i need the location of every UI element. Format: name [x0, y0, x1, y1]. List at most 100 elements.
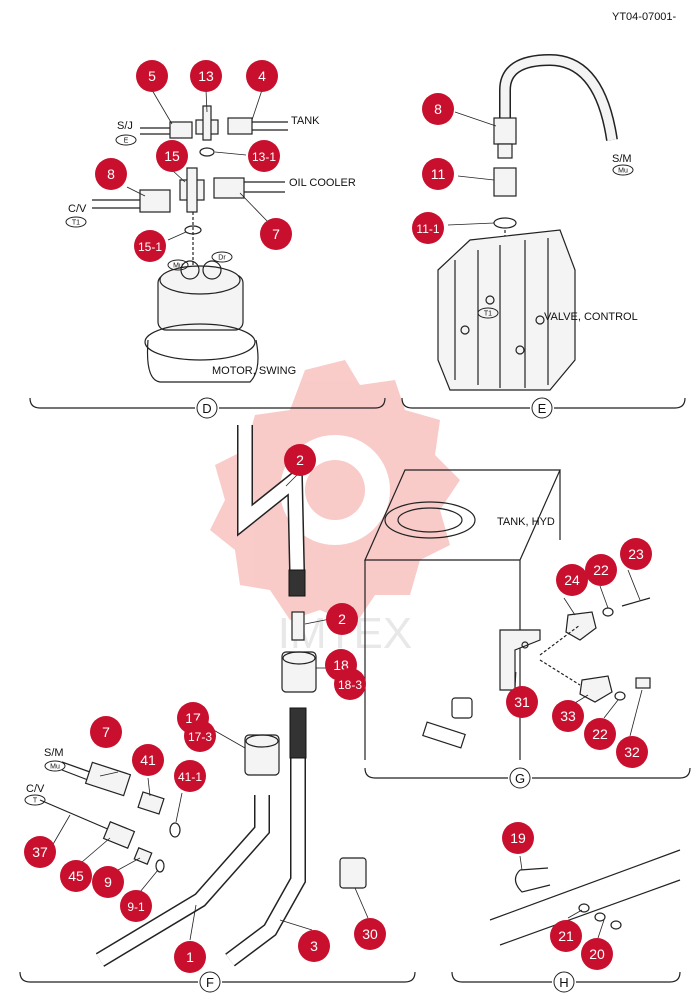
svg-text:E: E	[538, 401, 547, 416]
callout-37: 37	[24, 836, 56, 868]
svg-text:7: 7	[272, 226, 280, 242]
svg-text:30: 30	[362, 926, 378, 942]
callout-15-1: 15-1	[134, 230, 166, 262]
svg-text:7: 7	[102, 724, 110, 740]
label-valve-control: VALVE, CONTROL	[544, 311, 638, 323]
svg-text:9: 9	[104, 874, 112, 890]
callout-17-3: 17-3	[184, 720, 216, 752]
label-tank-top: TANK	[291, 115, 320, 127]
callout-41-1: 41-1	[174, 760, 206, 792]
section-d-drawing	[92, 105, 288, 383]
svg-text:T1: T1	[72, 220, 80, 227]
callout-4: 4	[246, 60, 278, 92]
callout-41: 41	[132, 744, 164, 776]
svg-text:13: 13	[198, 68, 214, 84]
svg-text:T1: T1	[484, 311, 492, 318]
svg-text:33: 33	[560, 708, 576, 724]
callout-2-b: 2	[326, 603, 358, 635]
svg-text:45: 45	[68, 868, 84, 884]
callout-7-d: 7	[260, 218, 292, 250]
svg-text:24: 24	[564, 572, 580, 588]
section-marker-e: E	[531, 397, 553, 419]
callout-9: 9	[92, 866, 124, 898]
bracket-e	[401, 397, 686, 409]
svg-text:8: 8	[434, 101, 442, 117]
svg-text:Mu: Mu	[173, 263, 183, 270]
svg-text:18-3: 18-3	[338, 678, 362, 692]
svg-text:T: T	[33, 798, 38, 805]
svg-text:22: 22	[593, 562, 609, 578]
bracket-d	[29, 397, 386, 409]
svg-text:11-1: 11-1	[416, 222, 439, 236]
callout-23: 23	[620, 538, 652, 570]
svg-text:15-1: 15-1	[138, 240, 162, 254]
svg-text:22: 22	[592, 726, 608, 742]
drawing-code: YT04-07001-	[612, 11, 677, 23]
port-tag-mu-d: Mu	[167, 259, 189, 271]
svg-text:23: 23	[628, 546, 644, 562]
svg-text:17-3: 17-3	[188, 730, 212, 744]
callout-1: 1	[174, 941, 206, 973]
section-g-drawing	[364, 469, 651, 760]
callout-2-a: 2	[284, 444, 316, 476]
callout-22-b: 22	[584, 718, 616, 750]
callout-32: 32	[616, 736, 648, 768]
svg-text:D: D	[202, 401, 211, 416]
svg-text:20: 20	[589, 946, 605, 962]
callout-5: 5	[136, 60, 168, 92]
svg-text:32: 32	[624, 744, 640, 760]
svg-text:5: 5	[148, 68, 156, 84]
callout-15: 15	[156, 140, 188, 172]
port-tag-t1-e: T1	[477, 307, 499, 319]
label-sm-e: S/M	[612, 153, 632, 165]
svg-text:15: 15	[164, 148, 180, 164]
callout-22-a: 22	[585, 554, 617, 586]
callout-8-d: 8	[95, 158, 127, 190]
section-marker-h: H	[553, 971, 575, 993]
svg-text:11: 11	[431, 166, 446, 182]
svg-text:19: 19	[510, 830, 526, 846]
label-sj: S/J	[117, 120, 133, 132]
callout-30: 30	[354, 918, 386, 950]
callout-3: 3	[298, 930, 330, 962]
svg-text:2: 2	[296, 452, 304, 468]
section-e-drawing	[437, 53, 618, 391]
label-tank-hyd: TANK, HYD	[497, 516, 555, 528]
port-tag-mu-e: Mu	[612, 164, 634, 176]
section-e-port-tags: Mu T1	[477, 164, 634, 319]
section-markers: D E F G H	[196, 397, 575, 993]
callout-11-1: 11-1	[412, 212, 444, 244]
svg-text:41-1: 41-1	[178, 770, 202, 784]
section-marker-g: G	[509, 767, 531, 789]
label-cv-f: C/V	[26, 783, 45, 795]
svg-text:31: 31	[514, 694, 530, 710]
section-marker-d: D	[196, 397, 218, 419]
section-f-port-tags: Mu T	[24, 760, 66, 806]
callout-18-3: 18-3	[334, 668, 366, 700]
svg-text:8: 8	[107, 166, 115, 182]
callout-19: 19	[502, 822, 534, 854]
section-d-labels: S/J TANK OIL COOLER C/V MOTOR, SWING	[68, 115, 356, 377]
svg-text:3: 3	[310, 938, 318, 954]
section-g-labels: TANK, HYD	[497, 516, 555, 528]
svg-text:G: G	[515, 771, 525, 786]
section-d-port-tags: E T1 Mu Dr	[65, 134, 233, 271]
callout-7-f: 7	[90, 716, 122, 748]
svg-text:H: H	[559, 975, 568, 990]
port-tag-t1-d: T1	[65, 216, 87, 228]
port-tag-mu-f: Mu	[44, 760, 66, 772]
callout-33: 33	[552, 700, 584, 732]
svg-text:4: 4	[258, 68, 266, 84]
svg-text:2: 2	[338, 611, 346, 627]
svg-text:1: 1	[186, 949, 194, 965]
callout-45: 45	[60, 860, 92, 892]
label-sm-f: S/M	[44, 747, 64, 759]
callout-31: 31	[506, 686, 538, 718]
section-marker-f: F	[199, 971, 221, 993]
svg-text:41: 41	[140, 752, 156, 768]
svg-text:9-1: 9-1	[127, 900, 145, 914]
port-tag-e: E	[115, 134, 137, 146]
callout-20: 20	[581, 938, 613, 970]
label-motor-swing: MOTOR, SWING	[212, 365, 296, 377]
section-f-labels: S/M C/V	[26, 747, 64, 795]
